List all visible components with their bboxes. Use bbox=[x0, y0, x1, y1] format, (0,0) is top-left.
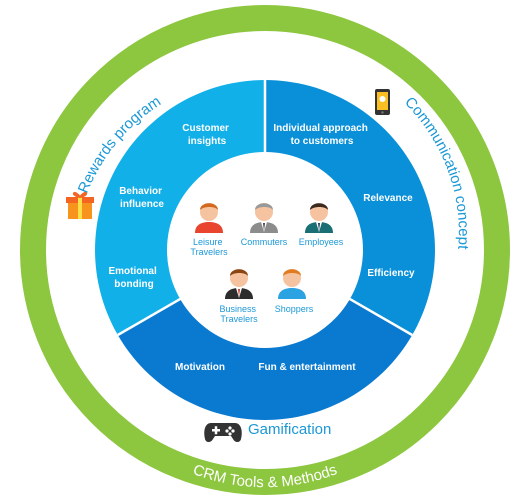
label-motivation: Motivation bbox=[175, 362, 225, 373]
shoppers-label: Shoppers bbox=[275, 304, 314, 314]
gamification-label: Gamification bbox=[248, 421, 331, 438]
employees-label: Employees bbox=[299, 237, 344, 247]
label-fun-entertainment: Fun & entertainment bbox=[258, 362, 356, 373]
ring-inner-divider bbox=[46, 31, 484, 469]
label-individual-approach: Individual approach to customers bbox=[273, 123, 370, 147]
label-relevance: Relevance bbox=[363, 193, 413, 204]
leisure-traveler-avatar bbox=[195, 203, 223, 233]
leisure-travelers-label: Leisure Travelers bbox=[190, 237, 228, 257]
smartphone-icon bbox=[375, 89, 390, 115]
business-traveler-avatar bbox=[225, 269, 253, 299]
label-emotional-bonding: Emotional bonding bbox=[108, 266, 159, 290]
commuters-label: Commuters bbox=[241, 237, 288, 247]
label-customer-insights: Customer insights bbox=[182, 123, 231, 147]
employee-avatar bbox=[305, 203, 333, 233]
crm-tools-ring bbox=[20, 5, 510, 495]
ring-top-label: CRM Tools & Methods bbox=[188, 40, 343, 71]
label-efficiency: Efficiency bbox=[367, 268, 415, 279]
gift-icon bbox=[66, 191, 94, 219]
business-travelers-label: Business Travelers bbox=[219, 304, 258, 324]
shopper-avatar bbox=[278, 269, 306, 299]
commuter-avatar bbox=[250, 203, 278, 233]
label-behavior-influence: Behavior influence bbox=[119, 186, 165, 210]
gamepad-icon bbox=[204, 423, 242, 442]
customer-circle bbox=[167, 152, 363, 348]
